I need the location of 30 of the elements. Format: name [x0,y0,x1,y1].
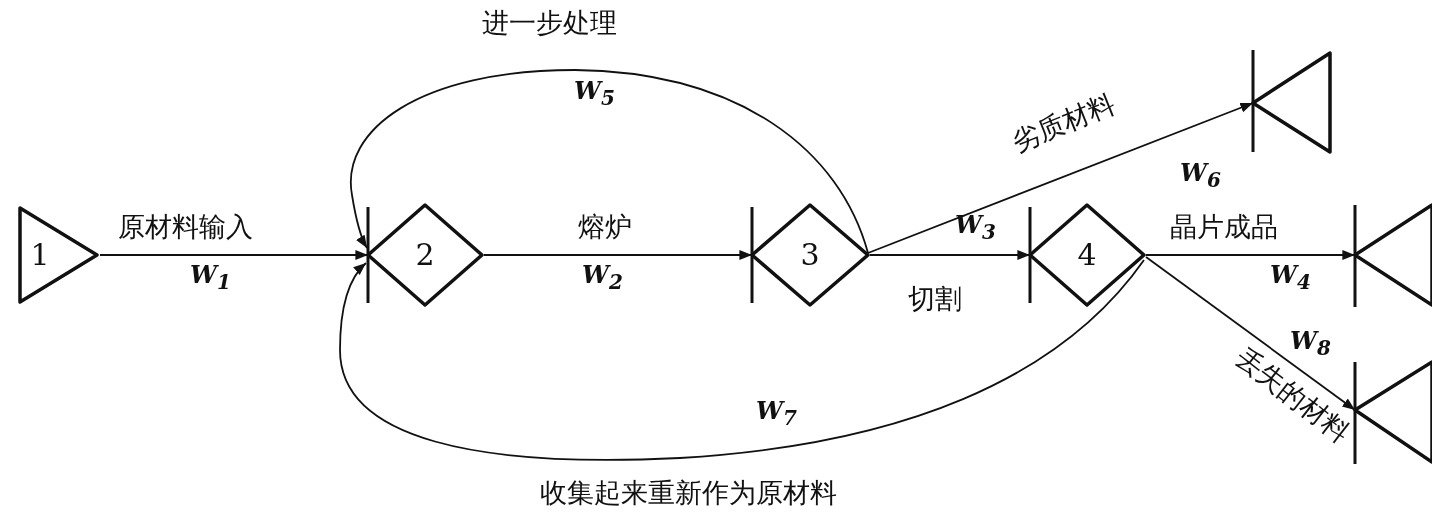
stream-label: 晶片成品 [1170,212,1278,242]
stream-label: 熔炉 [578,212,632,242]
flow-label: W$_{6}$ [1180,160,1221,193]
sink-triangle [1350,360,1432,466]
flow-label: W$_{7}$ [756,398,797,431]
flow-label: W$_{4}$ [1270,262,1311,295]
node-number: 2 [415,240,435,270]
arrow [869,249,1031,261]
sink-triangle [1350,203,1432,309]
stream-label: 切割 [908,284,962,314]
arrow [867,102,1254,254]
flow-label: W$_{8}$ [1290,328,1331,361]
node-number: 4 [1077,240,1097,270]
flow-label: W$_{2}$ [582,262,623,295]
arrow [483,249,753,261]
arrow [339,259,1145,461]
node-number: 1 [30,240,50,270]
stream-label: 劣质材料 [1008,88,1120,158]
stream-label: 收集起来重新作为原材料 [540,478,837,508]
arrow [99,249,369,261]
node-number: 3 [800,240,820,270]
arrow [1145,256,1356,411]
arrow [1145,249,1356,261]
arrow [350,69,869,254]
flow-label: W$_{5}$ [574,78,615,111]
flow-label: W$_{1}$ [190,262,231,295]
sink-triangle [1248,48,1334,154]
flow-label: W$_{3}$ [955,212,996,245]
stream-label: 进一步处理 [482,8,617,38]
source-triangle [18,205,100,305]
